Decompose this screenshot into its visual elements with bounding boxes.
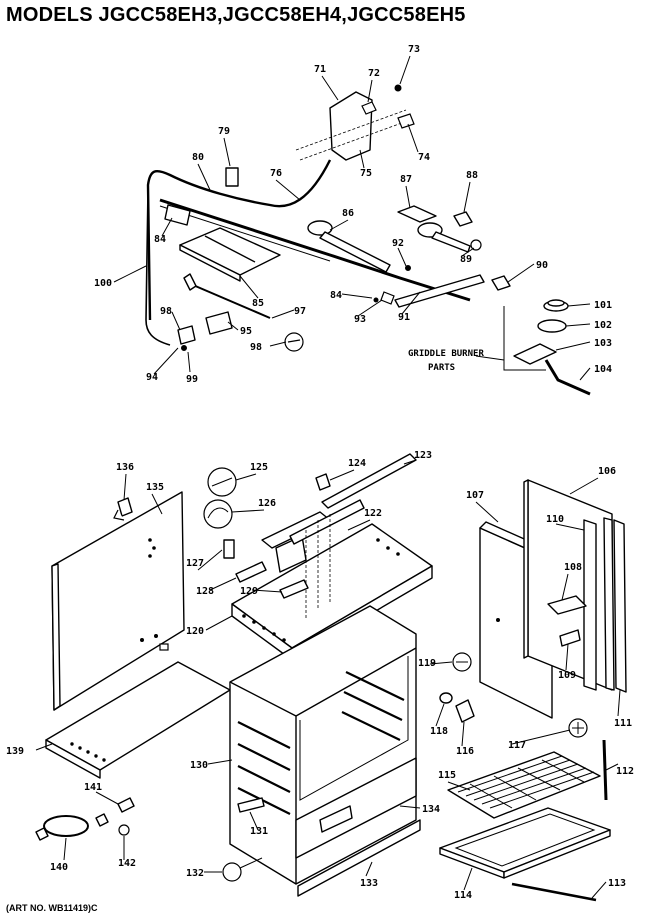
part-label-127: 127 (186, 558, 204, 569)
part-label-104: 104 (594, 364, 612, 375)
part-label-128: 128 (196, 586, 214, 597)
part-label-71: 71 (314, 64, 326, 75)
part-label-85: 85 (252, 298, 264, 309)
part-label-136: 136 (116, 462, 134, 473)
part-label-76: 76 (270, 168, 282, 179)
part-label-102: 102 (594, 320, 612, 331)
part-label-103: 103 (594, 338, 612, 349)
part-label-116: 116 (456, 746, 474, 757)
part-label-114: 114 (454, 890, 472, 901)
part-label-123: 123 (414, 450, 432, 461)
griddle-label-2: PARTS (428, 363, 455, 373)
part-label-106: 106 (598, 466, 616, 477)
part-label-95: 95 (240, 326, 252, 337)
part-label-98: 98 (160, 306, 172, 317)
part-label-79: 79 (218, 126, 230, 137)
part-label-99: 99 (186, 374, 198, 385)
part-label-73: 73 (408, 44, 420, 55)
part-label-113: 113 (608, 878, 626, 889)
art-number: (ART NO. WB11419)C (6, 903, 98, 913)
part-label-112: 112 (616, 766, 634, 777)
part-label-141: 141 (84, 782, 102, 793)
part-label-108: 108 (564, 562, 582, 573)
part-label-107: 107 (466, 490, 484, 501)
part-label-139: 139 (6, 746, 24, 757)
part-label-94b: 94 (146, 372, 158, 383)
part-label-89: 89 (460, 254, 472, 265)
part-label-88: 88 (466, 170, 478, 181)
part-label-86: 86 (342, 208, 354, 219)
part-label-117: 117 (508, 740, 526, 751)
griddle-label-1: GRIDDLE BURNER (408, 349, 484, 359)
part-label-132: 132 (186, 868, 204, 879)
part-label-124: 124 (348, 458, 366, 469)
part-label-94a: 84 (330, 290, 342, 301)
part-label-91: 91 (398, 312, 410, 323)
part-label-96: 98 (250, 342, 262, 353)
part-label-140: 140 (50, 862, 68, 873)
part-label-80: 80 (192, 152, 204, 163)
part-label-122: 122 (364, 508, 382, 519)
part-label-75: 75 (360, 168, 372, 179)
part-label-87: 87 (400, 174, 412, 185)
part-label-92: 92 (392, 238, 404, 249)
part-label-109: 109 (558, 670, 576, 681)
part-label-119: 119 (418, 658, 436, 669)
part-label-93: 93 (354, 314, 366, 325)
part-label-125: 125 (250, 462, 268, 473)
bottom-part-labels: 106 107 108 109 110 111 112 113 114 115 … (6, 450, 634, 901)
part-label-72: 72 (368, 68, 380, 79)
part-label-100: 100 (94, 278, 112, 289)
part-label-115: 115 (438, 770, 456, 781)
part-label-133: 133 (360, 878, 378, 889)
diagram-title: MODELS JGCC58EH3,JGCC58EH4,JGCC58EH5 (6, 4, 466, 26)
part-label-126: 126 (258, 498, 276, 509)
part-label-90: 90 (536, 260, 548, 271)
part-label-135: 135 (146, 482, 164, 493)
part-label-142: 142 (118, 858, 136, 869)
part-label-97: 97 (294, 306, 306, 317)
range-body-assembly (35, 453, 627, 902)
part-label-118: 118 (430, 726, 448, 737)
part-label-101: 101 (594, 300, 612, 311)
part-label-130: 130 (190, 760, 208, 771)
part-label-84a: 84 (154, 234, 166, 245)
top-part-labels: 71 72 73 74 75 76 79 80 84 85 86 87 88 8… (94, 44, 612, 385)
part-label-111: 111 (614, 718, 632, 729)
part-label-74: 74 (418, 152, 430, 163)
part-label-129: 129 (240, 586, 258, 597)
part-label-131: 131 (250, 826, 268, 837)
burner-valve-assembly (145, 84, 591, 396)
part-label-120: 120 (186, 626, 204, 637)
part-label-134: 134 (422, 804, 440, 815)
part-label-110: 110 (546, 514, 564, 525)
